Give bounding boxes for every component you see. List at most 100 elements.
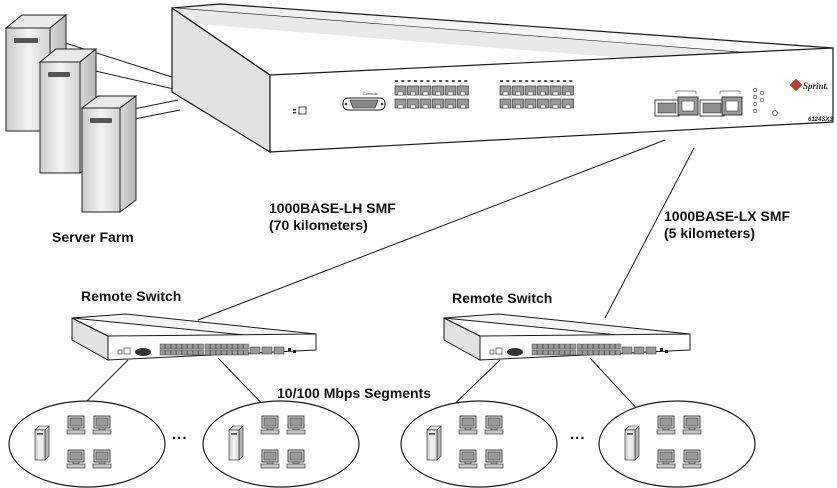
rj45-port [537,85,549,96]
remote-switch-right [443,313,691,361]
mini-port [604,349,610,356]
server-tower [80,95,138,213]
segments-label: 10/100 Mbps Segments [277,385,432,401]
mini-port [210,349,216,356]
mini-port [609,343,616,350]
mini-port [564,349,571,356]
mini-port [159,343,166,350]
mini-port [165,343,171,350]
mini-port [587,343,594,350]
mini-port [615,343,621,350]
port-led [395,80,398,82]
port-led [439,80,443,82]
rj45-port [407,85,419,96]
rj45-port [394,85,407,96]
port-led [569,80,573,82]
server-farm-label: Server Farm [52,229,134,245]
remote-switch-right-label: Remote Switch [452,290,553,306]
mini-port [243,349,249,356]
rj45-port [444,98,457,109]
rj45-port [562,85,574,96]
port-led [550,80,554,82]
rj45-port [549,98,562,109]
mini-port [576,349,583,356]
mini-port [559,343,565,350]
port-led [445,80,449,82]
port-led [512,80,516,82]
segment-cluster [8,400,166,488]
port-led [458,80,461,82]
mini-port [570,349,576,356]
mini-port [564,343,571,350]
port-led [413,80,417,82]
power-reset-button [293,106,307,115]
rj45-port [524,85,537,96]
mini-port [221,349,227,356]
mini-port [587,349,594,356]
mini-port [548,343,554,350]
mini-port [570,343,576,350]
mini-port [176,349,182,356]
link-lx-distance: (5 kilometers) [664,225,756,241]
port-led [544,80,548,82]
link-lx-type: 1000BASE-LX SMF [664,208,791,224]
console-port: Console [342,91,386,111]
mini-port [210,343,216,350]
port-led [407,80,411,82]
rj45-port [444,85,457,96]
mini-port [215,343,222,350]
mini-port [582,343,588,350]
mini-port [615,349,621,356]
port-led [500,80,503,82]
fiber-link-lh [197,139,666,321]
mini-port [237,343,244,350]
port-led [531,80,535,82]
port-led [401,80,405,82]
remote-switch-left [71,313,317,361]
port-led [432,80,436,82]
mini-port [165,349,171,356]
mini-port [215,349,222,356]
status-leds [752,87,778,116]
mini-port [232,343,238,350]
port-led [420,80,424,82]
mini-port [187,343,193,350]
port-led [518,80,522,82]
rj45-port [394,98,407,109]
mini-port [531,343,538,350]
rj45-port [524,98,537,109]
mini-port [221,343,227,350]
mini-port [559,349,565,356]
mini-port [553,343,560,350]
mini-port [170,343,177,350]
mini-port [192,343,199,350]
mini-port [582,349,588,356]
port-led [426,80,430,82]
rj45-port [457,98,469,109]
ellipsis-left: ... [172,426,188,443]
segment-cluster [400,400,558,488]
ellipsis-right: ... [570,426,586,443]
mini-port [226,343,233,350]
rj45-port [549,85,562,96]
link-lh-label: 1000BASE-LH SMF (70 kilometers) [269,200,396,234]
mini-port [176,343,182,350]
rj45-port [562,98,574,109]
main-switch: Console [171,3,834,154]
mini-port [181,349,188,356]
server-farm [4,13,138,213]
port-led [464,80,468,82]
link-lh-type: 1000BASE-LH SMF [269,200,396,216]
rj45-port [499,98,512,109]
port-block-1 [394,80,469,109]
mini-port [553,349,560,356]
mini-port [604,343,610,350]
gbic-slots [654,90,743,117]
brand-name: Sprint. [803,81,828,91]
rj45-port [457,85,469,96]
mini-port [537,349,543,356]
rj45-port [432,98,444,109]
remote-switch-left-label: Remote Switch [81,288,182,304]
